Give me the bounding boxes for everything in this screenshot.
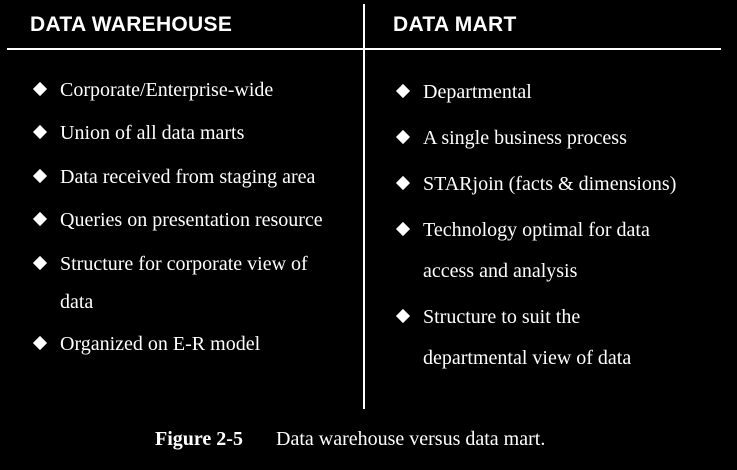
bullet-diamond-icon bbox=[32, 124, 48, 140]
data-warehouse-item-text: Structure for corporate view of bbox=[60, 253, 308, 275]
data-warehouse-item-text: Union of all data marts bbox=[60, 122, 245, 144]
bullet-diamond-icon bbox=[395, 83, 411, 99]
data-mart-item-text: access and analysis bbox=[423, 260, 578, 282]
bullet-diamond-icon bbox=[32, 81, 48, 97]
data-mart-item-text: STARjoin (facts & dimensions) bbox=[423, 173, 677, 195]
data-mart-item-text: Technology optimal for data bbox=[423, 219, 650, 241]
data-warehouse-item-text: Organized on E-R model bbox=[60, 333, 261, 355]
bullet-diamond-icon bbox=[395, 308, 411, 324]
figure-caption-text: Data warehouse versus data mart. bbox=[276, 428, 546, 450]
bullet-diamond-icon bbox=[395, 175, 411, 191]
figure-label: Figure 2-5 bbox=[155, 428, 243, 450]
bullet-diamond-icon bbox=[32, 335, 48, 351]
bullet-diamond-icon bbox=[395, 221, 411, 237]
data-warehouse-item-text: Corporate/Enterprise-wide bbox=[60, 79, 274, 101]
data-mart-item-text: departmental view of data bbox=[423, 347, 632, 369]
data-warehouse-header: DATA WAREHOUSE bbox=[30, 13, 233, 36]
bullet-diamond-icon bbox=[395, 129, 411, 145]
data-mart-item-text: Departmental bbox=[423, 81, 532, 103]
data-warehouse-item-text: Queries on presentation resource bbox=[60, 209, 323, 231]
data-warehouse-item-text: data bbox=[60, 291, 94, 313]
bullet-diamond-icon bbox=[32, 211, 48, 227]
data-mart-item-text: Structure to suit the bbox=[423, 306, 581, 328]
bullet-diamond-icon bbox=[32, 255, 48, 271]
data-mart-item-text: A single business process bbox=[423, 127, 627, 149]
data-warehouse-item-text: Data received from staging area bbox=[60, 166, 316, 188]
bullet-diamond-icon bbox=[32, 168, 48, 184]
column-divider bbox=[363, 4, 365, 409]
data-mart-header: DATA MART bbox=[393, 13, 517, 36]
